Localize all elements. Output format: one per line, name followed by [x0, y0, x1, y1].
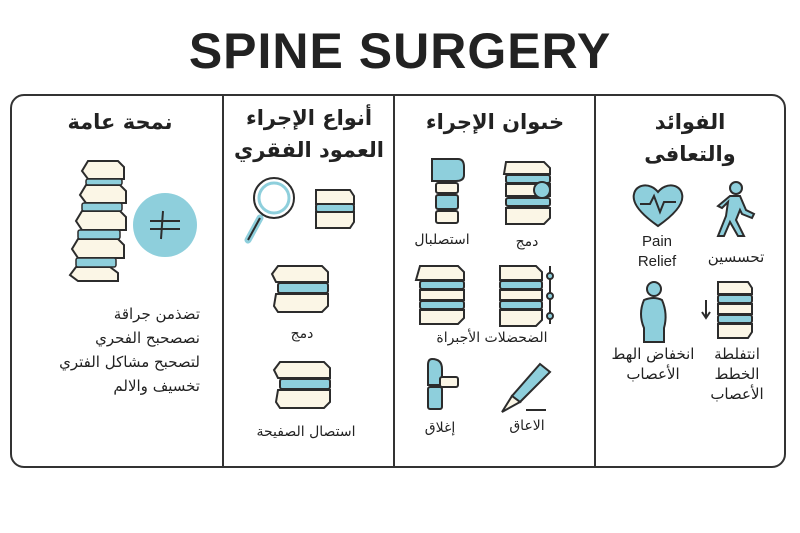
overview-line: تخسيف والالم [113, 377, 200, 395]
spinal-segment-icon [414, 265, 465, 325]
diagnosis-magnifier-icon [244, 177, 355, 244]
benefits-heading: الفوائد والتعافى [600, 106, 780, 170]
benefits-heading-line: والتعافى [644, 142, 736, 166]
spine-overview-icon [68, 160, 197, 282]
scalpel-icon [501, 362, 552, 413]
column-divider [393, 94, 395, 468]
removal-implant-icon [431, 158, 465, 224]
spine-decompression-icon [701, 281, 753, 339]
step-label-recovery: الاعاق [509, 418, 545, 434]
benefit-label-reduced-nerve-pressure: انخفاض الهط الأعصاب [611, 345, 695, 383]
benefit-label-pain-relief: Pain Relief [637, 233, 677, 270]
types-heading-line: أنواع الإجراء [245, 106, 373, 130]
types-heading: أنواع الإجراء العمود الفقري [226, 102, 392, 166]
types-heading-line: العمود الفقري [234, 138, 384, 162]
fusion-spine-icon [270, 265, 329, 313]
steps-heading: خىوان الإجراء [425, 110, 565, 134]
page-title: SPINE SURGERY [188, 23, 612, 79]
step-label-instrumentation: الضحضلات الأجبراة [436, 330, 548, 346]
spine-with-rod-icon [499, 265, 554, 327]
step-label-closure: إغلاق [424, 420, 456, 436]
laminectomy-spine-icon [272, 361, 331, 409]
benefits-heading-line: الفوائد [654, 110, 726, 134]
benefit-label-improvement: تحسسين [707, 248, 765, 266]
overview-line: لتصحبح مشاكل الفتري [59, 353, 200, 371]
walking-person-icon [716, 181, 756, 237]
step-label-removal: استصلبال [414, 232, 470, 248]
closure-icon [427, 357, 459, 410]
type-label-fusion: دمج [290, 326, 314, 342]
fusion-step-icon [502, 161, 551, 225]
info-board [10, 94, 786, 468]
type-label-laminectomy: استصال الصفيحة [256, 424, 356, 440]
overview-text: تضذمن جراقة نصصحبح الفحري لتصحبح مشاكل ا… [18, 302, 200, 398]
heart-pulse-icon [632, 184, 684, 228]
benefit-label-nerve-relief: انتفلطة الخطط الأعصاب [710, 345, 764, 403]
step-label-fusion: دمج [515, 234, 539, 250]
posture-person-icon [640, 281, 667, 343]
column-divider [594, 94, 596, 468]
overview-line: تضذمن جراقة [113, 305, 200, 323]
overview-heading: نمحة عامة [67, 110, 173, 134]
overview-line: نصصحبح الفحري [95, 329, 200, 347]
column-divider [222, 94, 224, 468]
